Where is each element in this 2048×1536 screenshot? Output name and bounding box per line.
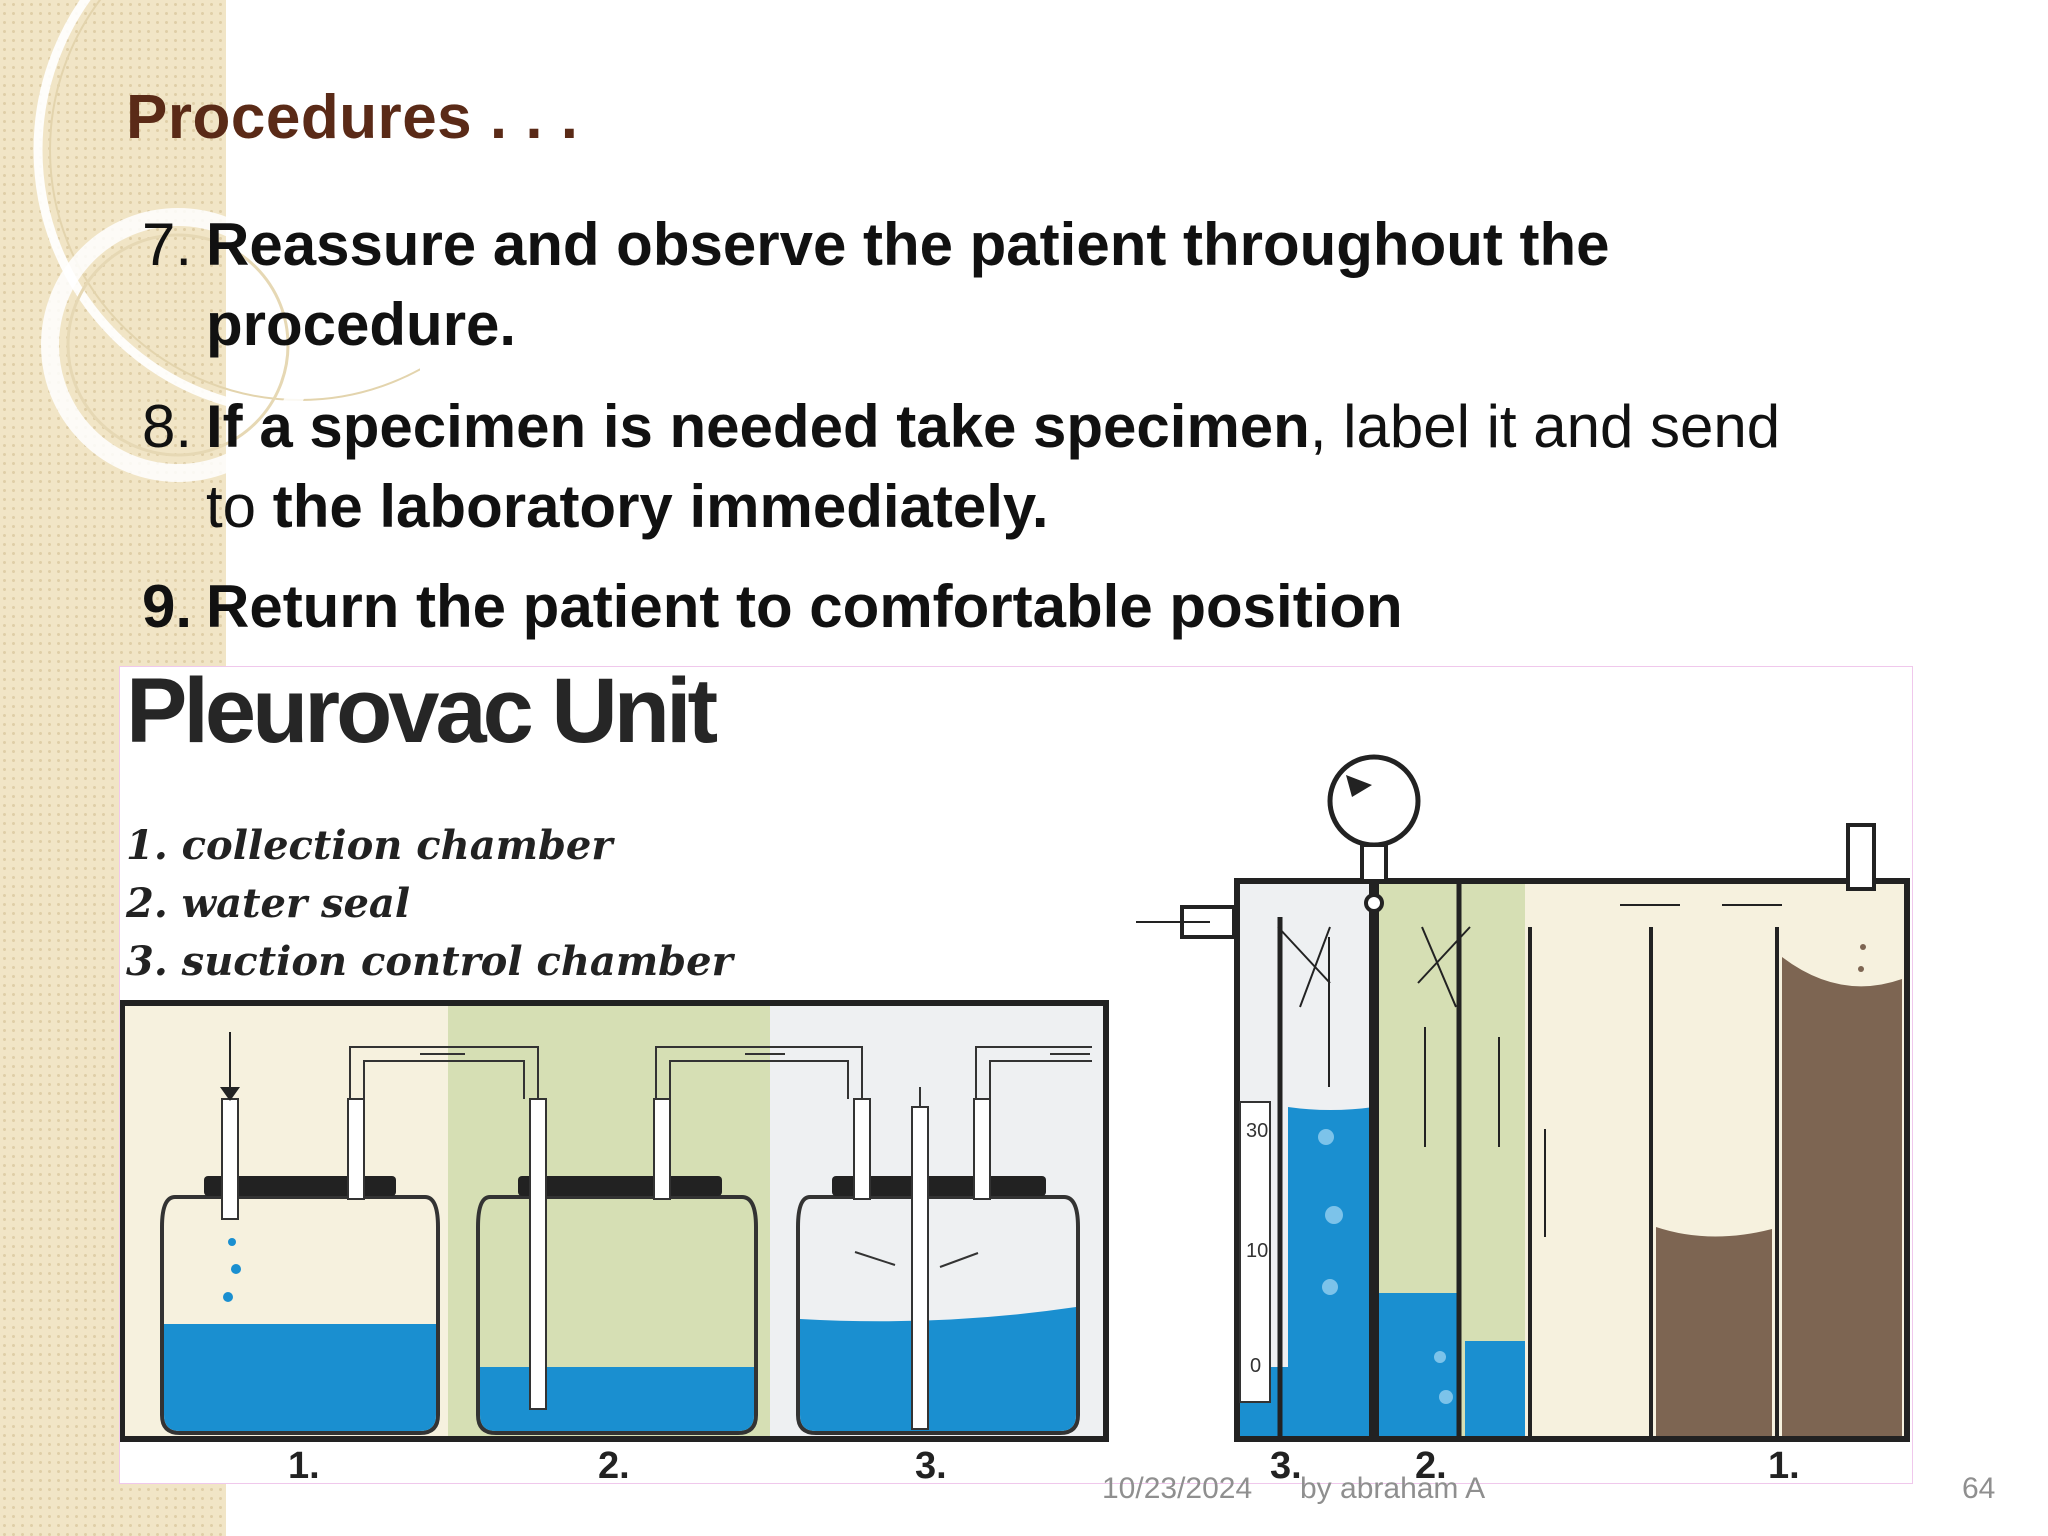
page-number: 64	[1962, 1472, 1996, 1505]
footer-date: 10/23/2024	[1102, 1472, 1253, 1505]
figure-legend: 1. collection chamber 2. water seal 3. s…	[126, 817, 733, 991]
figure-title: Pleurovac Unit	[126, 666, 718, 762]
legend-item: 1. collection chamber	[126, 822, 613, 869]
step-number: 7.	[142, 211, 193, 278]
pleurovac-diagram	[120, 754, 1910, 1442]
step-text-line1: Return the patient to comfortable positi…	[206, 573, 1403, 640]
decorative-circles	[33, 0, 420, 482]
step-text-bold: If a specimen is needed take specimen	[206, 393, 1310, 460]
slide-title: Procedures . . .	[126, 83, 579, 152]
procedure-step-8: 8.If a specimen is needed take specimen,…	[142, 387, 1922, 547]
step-number: 9.	[142, 573, 193, 640]
suction-control-bottle	[796, 1087, 1080, 1435]
procedure-step-9: 9.Return the patient to comfortable posi…	[142, 567, 1922, 647]
step-number: 8.	[142, 393, 193, 460]
step-text-bold: the laboratory immediately.	[272, 473, 1049, 540]
pleurovac-figure: Pleurovac Unit 1. collection chamber 2. …	[119, 666, 1913, 1484]
step-text-normal: , label it and send	[1309, 393, 1781, 460]
legend-item: 2. water seal	[126, 880, 411, 927]
collection-bottle	[160, 1032, 440, 1435]
step-text-normal: to	[206, 473, 273, 540]
pleurovac-unit	[1136, 754, 1910, 1442]
water-seal-bottle	[476, 1098, 758, 1435]
procedure-step-7: 7.Reassure and observe the patient throu…	[142, 205, 1922, 365]
legend-item: 3. suction control chamber	[126, 938, 733, 985]
step-text-line2: procedure.	[206, 291, 517, 358]
step-text-line1: Reassure and observe the patient through…	[206, 211, 1610, 278]
footer-author: by abraham A	[1300, 1472, 1486, 1505]
